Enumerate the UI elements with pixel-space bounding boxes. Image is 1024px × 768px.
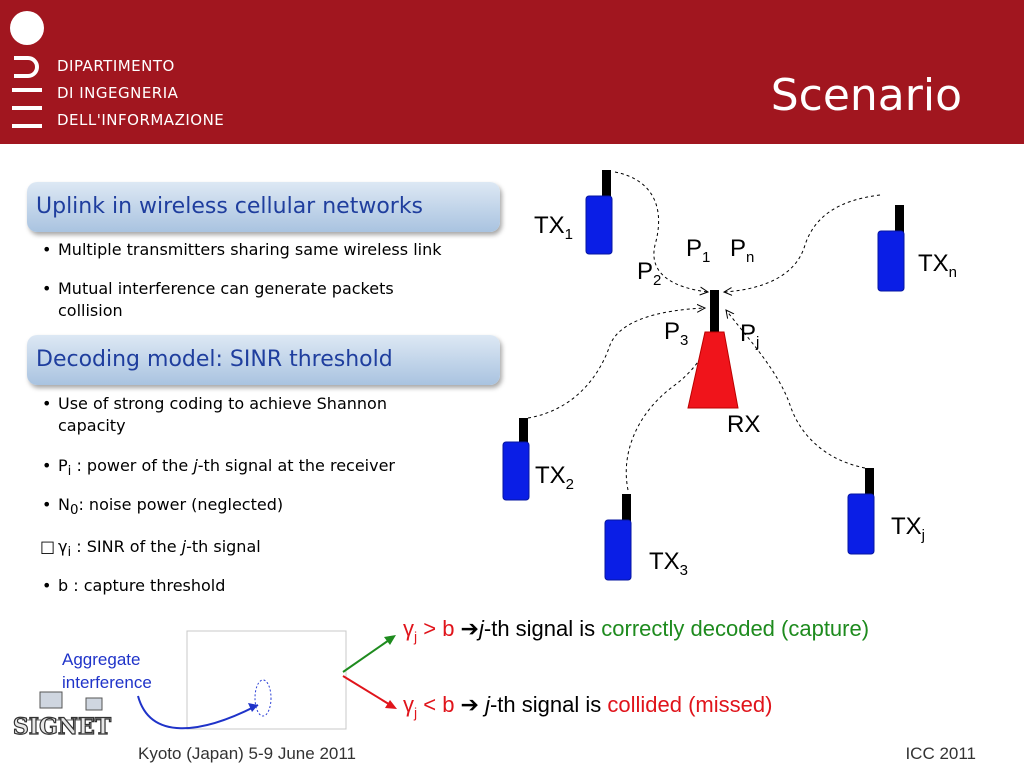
aggregate-arrowhead bbox=[248, 703, 258, 712]
label-p3: P3 bbox=[664, 318, 689, 349]
aggregate-arrow bbox=[137, 695, 259, 730]
network-diagram bbox=[502, 170, 905, 581]
label-pj: Pj bbox=[740, 320, 760, 351]
bullet-capture-threshold: •b : capture threshold bbox=[42, 576, 226, 595]
logo-circle-icon bbox=[10, 11, 44, 45]
footer-location: Kyoto (Japan) 5-9 June 2011 bbox=[138, 744, 356, 763]
capture-arrowhead bbox=[384, 635, 396, 645]
label-tx1: TX1 bbox=[534, 212, 574, 243]
rx-antenna-icon bbox=[687, 290, 739, 409]
signal-path-txj bbox=[726, 310, 866, 469]
label-rx: RX bbox=[727, 411, 761, 438]
dept-line-1: DIPARTIMENTO bbox=[57, 57, 175, 75]
slide-title: Scenario bbox=[770, 70, 962, 121]
label-txn: TXn bbox=[918, 250, 958, 281]
interference-ellipse bbox=[254, 679, 272, 717]
bullet-noise: •N0: noise power (neglected) bbox=[42, 495, 284, 519]
tx1-phone-icon bbox=[585, 170, 613, 255]
missed-arrowhead bbox=[385, 700, 397, 709]
logo-bar-icon bbox=[12, 106, 42, 110]
logo-bar-icon bbox=[12, 88, 42, 92]
tx3-phone-icon bbox=[604, 494, 632, 581]
outcome-capture: γj > b ➔j-th signal is correctly decoded… bbox=[403, 616, 870, 645]
signet-logo: SIGNET bbox=[12, 691, 112, 741]
label-p2: P2 bbox=[637, 258, 662, 289]
signal-path-txn bbox=[724, 194, 881, 292]
tx2-phone-icon bbox=[502, 418, 530, 501]
label-tx2: TX2 bbox=[535, 462, 575, 493]
txj-phone-icon bbox=[847, 468, 875, 555]
bullet-mutual-interference: •Mutual interference can generate packet… bbox=[42, 279, 394, 320]
aggregate-plot bbox=[137, 630, 397, 730]
mini-plot-frame bbox=[186, 630, 347, 730]
label-tx3: TX3 bbox=[649, 548, 689, 579]
dept-line-2: DI INGEGNERIA bbox=[57, 84, 179, 102]
logo-bar-icon bbox=[12, 124, 42, 128]
header-bar: DIPARTIMENTO DI INGEGNERIA DELL'INFORMAZ… bbox=[0, 0, 1024, 144]
txn-phone-icon bbox=[877, 205, 905, 292]
outcome-missed: γj < b ➔ j-th signal is collided (missed… bbox=[403, 692, 773, 721]
svg-text:SIGNET: SIGNET bbox=[13, 714, 112, 740]
logo-u-icon bbox=[14, 56, 39, 78]
missed-branch-arrow bbox=[342, 675, 393, 707]
footer-conference: ICC 2011 bbox=[905, 744, 976, 763]
signal-path-tx3 bbox=[625, 310, 714, 491]
capture-branch-arrow bbox=[342, 637, 393, 673]
dept-line-3: DELL'INFORMAZIONE bbox=[57, 111, 225, 129]
uplink-box-title: Uplink in wireless cellular networks bbox=[27, 182, 500, 232]
label-txj: TXj bbox=[891, 513, 926, 544]
label-p1: P1 bbox=[686, 235, 711, 266]
signal-path-tx2 bbox=[527, 308, 705, 419]
label-pn: Pn bbox=[730, 235, 755, 266]
bullet-power: •Pi : power of the j-th signal at the re… bbox=[42, 456, 396, 480]
bullet-strong-coding: •Use of strong coding to achieve Shannon… bbox=[42, 394, 387, 435]
signal-path-tx1 bbox=[614, 171, 708, 292]
bullet-sinr: □γi : SINR of the j-th signal bbox=[40, 537, 261, 561]
bullet-multiple-tx: •Multiple transmitters sharing same wire… bbox=[42, 240, 442, 259]
decoding-box-title: Decoding model: SINR threshold bbox=[27, 335, 500, 385]
